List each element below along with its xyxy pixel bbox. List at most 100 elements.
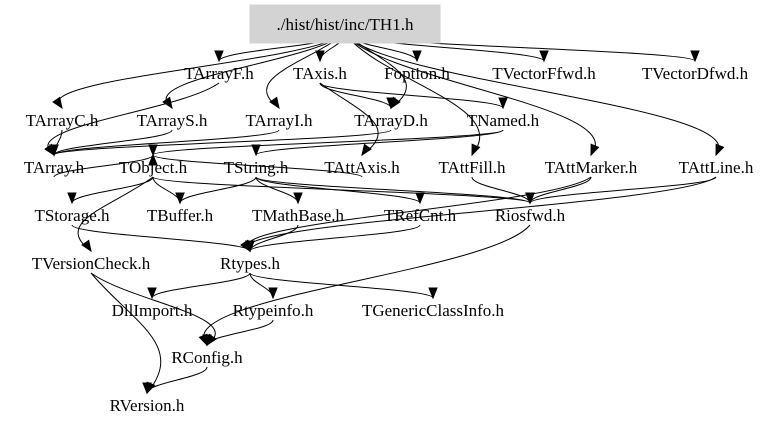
edge-TObject-to-TBuffer	[152, 176, 181, 204]
edge-Rtypes-to-TGenericClassInfo	[249, 272, 434, 299]
graph-node[interactable]: TBuffer.h	[147, 206, 214, 225]
edge-TAttAxis-to-TObject	[152, 154, 363, 178]
graph-node[interactable]: TArrayI.h	[245, 111, 313, 130]
node-label: TAttMarker.h	[545, 158, 638, 177]
node-label: TNamed.h	[467, 111, 540, 130]
arrowhead-TH1-to-TVectorDfwd	[690, 50, 700, 63]
node-label: TArrayI.h	[245, 111, 313, 130]
graph-node[interactable]: TObject.h	[119, 158, 188, 177]
edge-Rtypes-to-DllImport	[151, 272, 251, 299]
node-label: TStorage.h	[34, 206, 110, 225]
node-label: TAttAxis.h	[324, 158, 400, 177]
edge-TAttFill-to-Riosfwd	[471, 176, 531, 204]
arrowhead-TH1-to-TArrayF	[214, 50, 224, 63]
arrowhead-TH1-to-TAttLine	[715, 143, 725, 157]
arrowhead-TH1-to-TArrayI	[269, 96, 280, 110]
graph-node[interactable]: Rtypes.h	[220, 254, 280, 273]
arrowhead-TAxis-to-TArrayD	[386, 97, 396, 110]
edge-Riosfwd-to-RConfig	[203, 224, 531, 346]
edge-TAttLine-to-Rtypes	[247, 176, 717, 252]
graph-node[interactable]: TVectorFfwd.h	[492, 64, 596, 83]
graph-node[interactable]: RConfig.h	[171, 348, 243, 367]
edge-TString-to-TBuffer	[179, 176, 257, 204]
node-label: Riosfwd.h	[495, 206, 566, 225]
node-label: TRefCnt.h	[384, 206, 457, 225]
graph-node[interactable]: DllImport.h	[112, 301, 193, 320]
arrowhead-TNamed-to-TObject	[148, 144, 158, 157]
edge-TObject-to-TStorage	[71, 176, 154, 204]
edge-TVersionCheck-to-RVersion	[90, 272, 162, 394]
edge-TRefCnt-to-Rtypes	[249, 224, 421, 252]
graph-node[interactable]: TVectorDfwd.h	[642, 64, 749, 83]
arrowhead-Riosfwd-to-RConfig	[198, 333, 208, 347]
edge-TAxis-to-TNamed	[319, 82, 504, 109]
graph-node[interactable]: TArrayF.h	[184, 64, 254, 83]
graph-node[interactable]: TArrayS.h	[137, 111, 208, 130]
arrowhead-TObject-to-TVersionCheck	[81, 239, 92, 253]
graph-node[interactable]: RVersion.h	[110, 396, 185, 415]
arrowhead-Rtypes-to-Rtypeinfo	[268, 287, 278, 300]
graph-node[interactable]: TNamed.h	[467, 111, 540, 130]
graph-node[interactable]: TMathBase.h	[252, 206, 345, 225]
graph-node[interactable]: TAttAxis.h	[324, 158, 400, 177]
edge-Rtypes-to-Rtypeinfo	[249, 272, 274, 299]
edge-TNamed-to-TString	[255, 129, 504, 156]
node-label: TAttLine.h	[679, 158, 754, 177]
edge-TH1-to-TArrayC	[57, 33, 346, 109]
node-label: TObject.h	[119, 158, 188, 177]
arrowhead-TString-to-TRefCnt	[415, 192, 425, 205]
node-label: TArrayS.h	[137, 111, 208, 130]
graph-node[interactable]: TArrayC.h	[26, 111, 99, 130]
graph-node[interactable]: TAttLine.h	[679, 158, 754, 177]
arrowhead-TAttMarker-to-Rtypes	[240, 239, 251, 253]
edge-TAxis-to-TArrayD	[319, 82, 392, 109]
edge-TH1-to-TAttMarker	[344, 33, 596, 156]
arrowhead-Rtypes-to-DllImport	[147, 287, 157, 300]
edge-TArrayF-to-TArray	[47, 82, 220, 156]
graph-node[interactable]: TArray.h	[24, 158, 85, 177]
edge-TStorage-to-Rtypes	[71, 224, 251, 252]
arrowhead-TH1-to-Foption	[412, 50, 422, 63]
node-label: TString.h	[224, 158, 289, 177]
arrowhead-Rtypes-to-TGenericClassInfo	[428, 287, 438, 300]
edge-TArrayI-to-TArray	[53, 129, 280, 156]
node-label: Rtypes.h	[220, 254, 280, 273]
arrowhead-TAttLine-to-Riosfwd	[525, 192, 535, 205]
edge-TAxis-to-TAttAxis	[319, 82, 379, 156]
graph-node[interactable]: TAttFill.h	[438, 158, 506, 177]
arrowhead-TH1-to-TAttFill	[471, 143, 481, 157]
edge-TH1-to-TAttLine	[344, 33, 720, 156]
edge-TArrayD-to-TArray	[53, 129, 392, 156]
graph-node[interactable]: TAxis.h	[293, 64, 347, 83]
graph-node[interactable]: TRefCnt.h	[384, 206, 457, 225]
node-label: TAxis.h	[293, 64, 347, 83]
node-label: TArrayD.h	[354, 111, 428, 130]
edge-TString-to-Riosfwd	[255, 176, 531, 204]
graph-node[interactable]: Riosfwd.h	[495, 206, 566, 225]
node-label: RVersion.h	[110, 396, 185, 415]
arrowhead-TString-to-TBuffer	[175, 192, 185, 205]
root-node[interactable]: ./hist/hist/inc/TH1.h	[249, 4, 441, 44]
graph-node[interactable]: TString.h	[224, 158, 289, 177]
node-label: RConfig.h	[171, 348, 243, 367]
edge-TAttMarker-to-Rtypes	[246, 176, 592, 252]
graph-node[interactable]: Foption.h	[384, 64, 450, 83]
edge-TVersionCheck-to-RConfig	[90, 272, 216, 346]
graph-node[interactable]: TGenericClassInfo.h	[362, 301, 505, 320]
edge-TAttLine-to-Riosfwd	[529, 176, 717, 204]
graph-node[interactable]: TVersionCheck.h	[32, 254, 151, 273]
arrowhead-RConfig-to-RVersion	[142, 382, 152, 395]
node-label: DllImport.h	[112, 301, 193, 320]
graph-node[interactable]: TStorage.h	[34, 206, 110, 225]
arrowhead-TAxis-to-TAttAxis	[361, 143, 372, 157]
graph-node[interactable]: Rtypeinfo.h	[233, 301, 314, 320]
edge-TH1-to-TAttFill	[344, 33, 481, 156]
arrowhead-TAttAxis-to-TObject	[148, 153, 158, 166]
edge-TNamed-to-TObject	[152, 129, 504, 156]
arrowhead-TAxis-to-TNamed	[498, 97, 508, 110]
graph-node[interactable]: TAttMarker.h	[545, 158, 638, 177]
node-label: TArrayC.h	[26, 111, 99, 130]
graph-node[interactable]: TArrayD.h	[354, 111, 428, 130]
